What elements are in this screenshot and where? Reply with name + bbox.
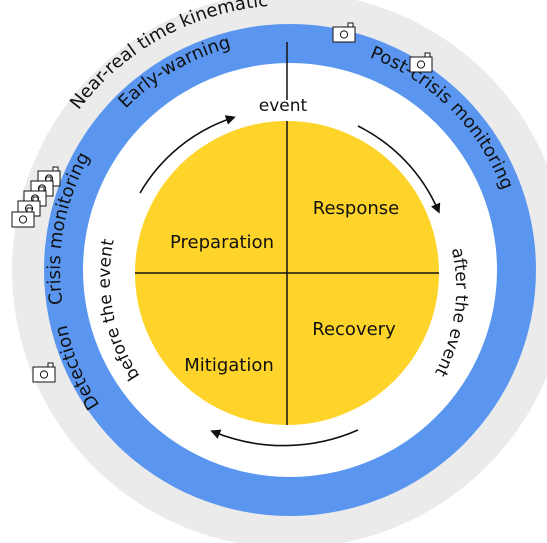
arrow-after-to-before <box>210 429 359 447</box>
phase-response: Response <box>313 198 399 219</box>
arrow-event-to-after <box>357 125 441 214</box>
camera-icon <box>409 52 433 73</box>
phase-preparation: Preparation <box>170 232 274 253</box>
phase-recovery: Recovery <box>312 319 396 340</box>
camera-stack-icon <box>11 166 61 228</box>
phase-mitigation: Mitigation <box>184 355 274 376</box>
camera-icon <box>11 207 35 228</box>
camera-icon <box>332 22 356 43</box>
timeline-event-label: event <box>259 96 308 116</box>
arrow-before-to-event <box>139 115 236 194</box>
camera-icon <box>32 362 56 383</box>
